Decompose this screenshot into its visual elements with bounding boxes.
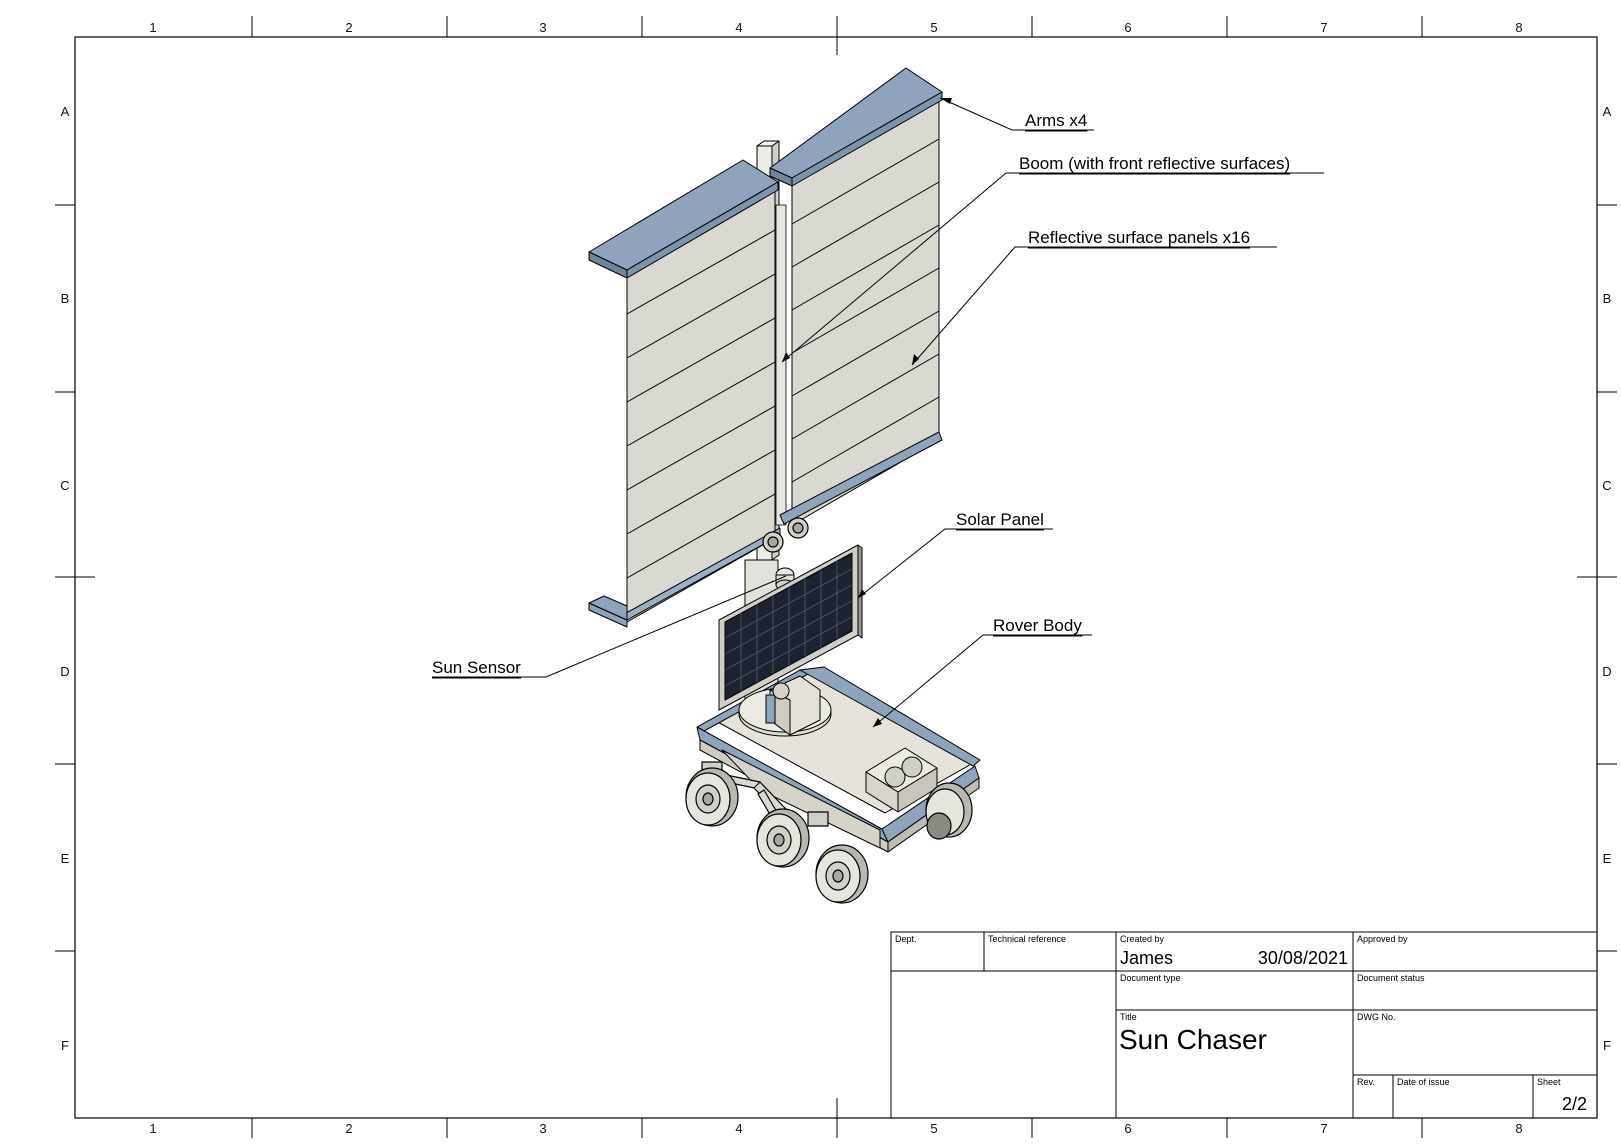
- col-label: 8: [1515, 1121, 1522, 1136]
- col-label: 1: [149, 20, 156, 35]
- callout-reflective-panels: Reflective surface panels x16: [1028, 228, 1250, 247]
- sun-chaser-assembly: [588, 67, 981, 904]
- tb-title: Sun Chaser: [1119, 1024, 1267, 1055]
- row-label: D: [60, 664, 69, 679]
- tb-sheet-label: Sheet: [1537, 1077, 1561, 1087]
- callout-leaders: [432, 97, 1324, 728]
- col-label: 2: [345, 20, 352, 35]
- row-label: C: [1602, 478, 1611, 493]
- callout-boom: Boom (with front reflective surfaces): [1019, 154, 1290, 173]
- row-label: A: [61, 104, 70, 119]
- col-label: 4: [735, 20, 742, 35]
- col-label: 5: [930, 1121, 937, 1136]
- callout-arms: Arms x4: [1025, 111, 1087, 130]
- wheel-rear-right: [925, 782, 973, 840]
- row-label: F: [61, 1038, 69, 1053]
- row-label: D: [1602, 664, 1611, 679]
- callout-sun-sensor: Sun Sensor: [432, 658, 521, 677]
- wheel-front-left: [685, 767, 739, 827]
- tb-tech-ref-label: Technical reference: [988, 934, 1066, 944]
- tb-doc-type-label: Document type: [1120, 973, 1181, 983]
- col-label: 1: [149, 1121, 156, 1136]
- row-label: A: [1603, 104, 1612, 119]
- tb-created-by-label: Created by: [1120, 934, 1165, 944]
- callout-underlines: [432, 130, 1291, 679]
- col-label: 3: [539, 20, 546, 35]
- left-reflective-wing: [588, 159, 781, 628]
- boom-gears: [762, 517, 809, 553]
- tb-sheet: 2/2: [1562, 1094, 1587, 1114]
- row-label: B: [61, 291, 70, 306]
- tb-created-by: James: [1120, 948, 1173, 968]
- col-label: 5: [930, 20, 937, 35]
- col-label: 6: [1124, 1121, 1131, 1136]
- col-label: 7: [1320, 1121, 1327, 1136]
- tb-approved-by-label: Approved by: [1357, 934, 1408, 944]
- right-bottom-arm: [779, 431, 943, 525]
- row-label: F: [1603, 1038, 1611, 1053]
- row-labels-right: A B C D E F: [1602, 104, 1611, 1053]
- right-reflective-wing: [769, 67, 943, 526]
- tb-dept-label: Dept.: [895, 934, 917, 944]
- wheel-rear-left: [815, 844, 869, 904]
- solar-panel: [718, 544, 863, 711]
- callout-rover-body: Rover Body: [993, 616, 1082, 635]
- tb-date-of-issue-label: Date of issue: [1397, 1077, 1450, 1087]
- title-block: Dept. Technical reference Created by Jam…: [890, 931, 1598, 1119]
- col-label: 2: [345, 1121, 352, 1136]
- wheel-middle-left: [756, 808, 810, 868]
- row-labels-left: A B C D E F: [60, 104, 69, 1053]
- tb-title-label: Title: [1120, 1012, 1137, 1022]
- row-label: B: [1603, 291, 1612, 306]
- col-label: 3: [539, 1121, 546, 1136]
- row-label: C: [60, 478, 69, 493]
- col-label: 4: [735, 1121, 742, 1136]
- tb-doc-status-label: Document status: [1357, 973, 1425, 983]
- col-label: 7: [1320, 20, 1327, 35]
- row-label: E: [1603, 851, 1612, 866]
- callout-solar-panel: Solar Panel: [956, 510, 1044, 529]
- tb-created-date: 30/08/2021: [1258, 948, 1348, 968]
- row-label: E: [61, 851, 70, 866]
- rover-wheels: [685, 767, 973, 904]
- tb-rev-label: Rev.: [1357, 1077, 1375, 1087]
- col-label: 8: [1515, 20, 1522, 35]
- zone-ticks: [55, 16, 1617, 1138]
- col-label: 6: [1124, 20, 1131, 35]
- callout-arrowheads: [782, 98, 952, 727]
- column-labels-bottom: 1 2 3 4 5 6 7 8: [149, 1121, 1522, 1136]
- column-labels-top: 1 2 3 4 5 6 7 8: [149, 20, 1522, 35]
- tb-dwg-no-label: DWG No.: [1357, 1012, 1396, 1022]
